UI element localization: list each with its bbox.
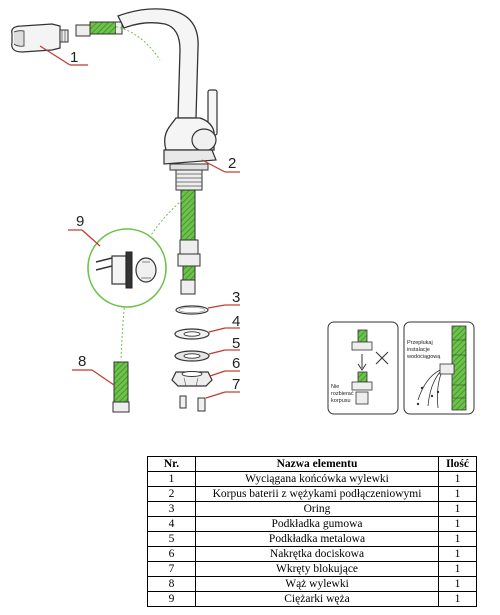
callout-2: 2 [228, 155, 236, 172]
table-row: 8 Wąż wylewki 1 [147, 576, 477, 592]
locking-screws-part [179, 395, 206, 412]
spray-head-part [11, 21, 123, 53]
callout-9: 9 [76, 213, 84, 230]
callout-6: 6 [232, 355, 240, 372]
exploded-view-diagram: 1 2 3 4 5 [11, 8, 475, 415]
svg-text:rozbierać: rozbierać [331, 391, 354, 397]
table-row: 2 Korpus baterii z wężykami podłączeniow… [147, 486, 477, 502]
svg-text:Przepłukaj: Przepłukaj [407, 340, 433, 346]
callout-4: 4 [232, 313, 240, 330]
table-row: 3 Oring 1 [147, 501, 477, 517]
table-row: 5 Podkładka metalowa 1 [147, 531, 477, 547]
table-row: 9 Ciężarki węża 1 [147, 591, 477, 607]
svg-text:instalacje: instalacje [407, 347, 430, 353]
hose-weights-part [87, 228, 167, 308]
svg-text:wodociągową: wodociągową [406, 354, 441, 360]
callout-1: 1 [70, 49, 78, 66]
parts-table: Nr. Nazwa elementu Ilość 1 Wyciągana koń… [147, 456, 477, 607]
faucet-body-part [117, 8, 218, 295]
inset-flush-installation: Przepłukaj instalacje wodociągową [403, 321, 475, 415]
clamping-nut-part [171, 371, 213, 387]
svg-text:Nie: Nie [331, 384, 339, 390]
table-row: 1 Wyciągana końcówka wylewki 1 [147, 471, 477, 487]
callout-5: 5 [232, 335, 240, 352]
table-header-row: Nr. Nazwa elementu Ilość [147, 456, 477, 472]
metal-washer-part [174, 350, 210, 362]
inset-do-not-disassemble: Nie rozbierać korpusu [327, 321, 399, 415]
oring-part [175, 305, 209, 315]
header-nr: Nr. [147, 456, 196, 472]
table-row: 6 Nakrętka dociskowa 1 [147, 546, 477, 562]
callout-8: 8 [78, 353, 86, 370]
table-row: 7 Wkręty blokujące 1 [147, 561, 477, 577]
rubber-washer-part [174, 328, 210, 340]
header-qty: Ilość [438, 456, 477, 472]
header-name: Nazwa elementu [195, 456, 439, 472]
spout-hose-part [112, 361, 130, 413]
callout-7: 7 [232, 376, 240, 393]
svg-text:korpusu: korpusu [331, 398, 351, 404]
table-row: 4 Podkładka gumowa 1 [147, 516, 477, 532]
callout-3: 3 [232, 289, 240, 306]
